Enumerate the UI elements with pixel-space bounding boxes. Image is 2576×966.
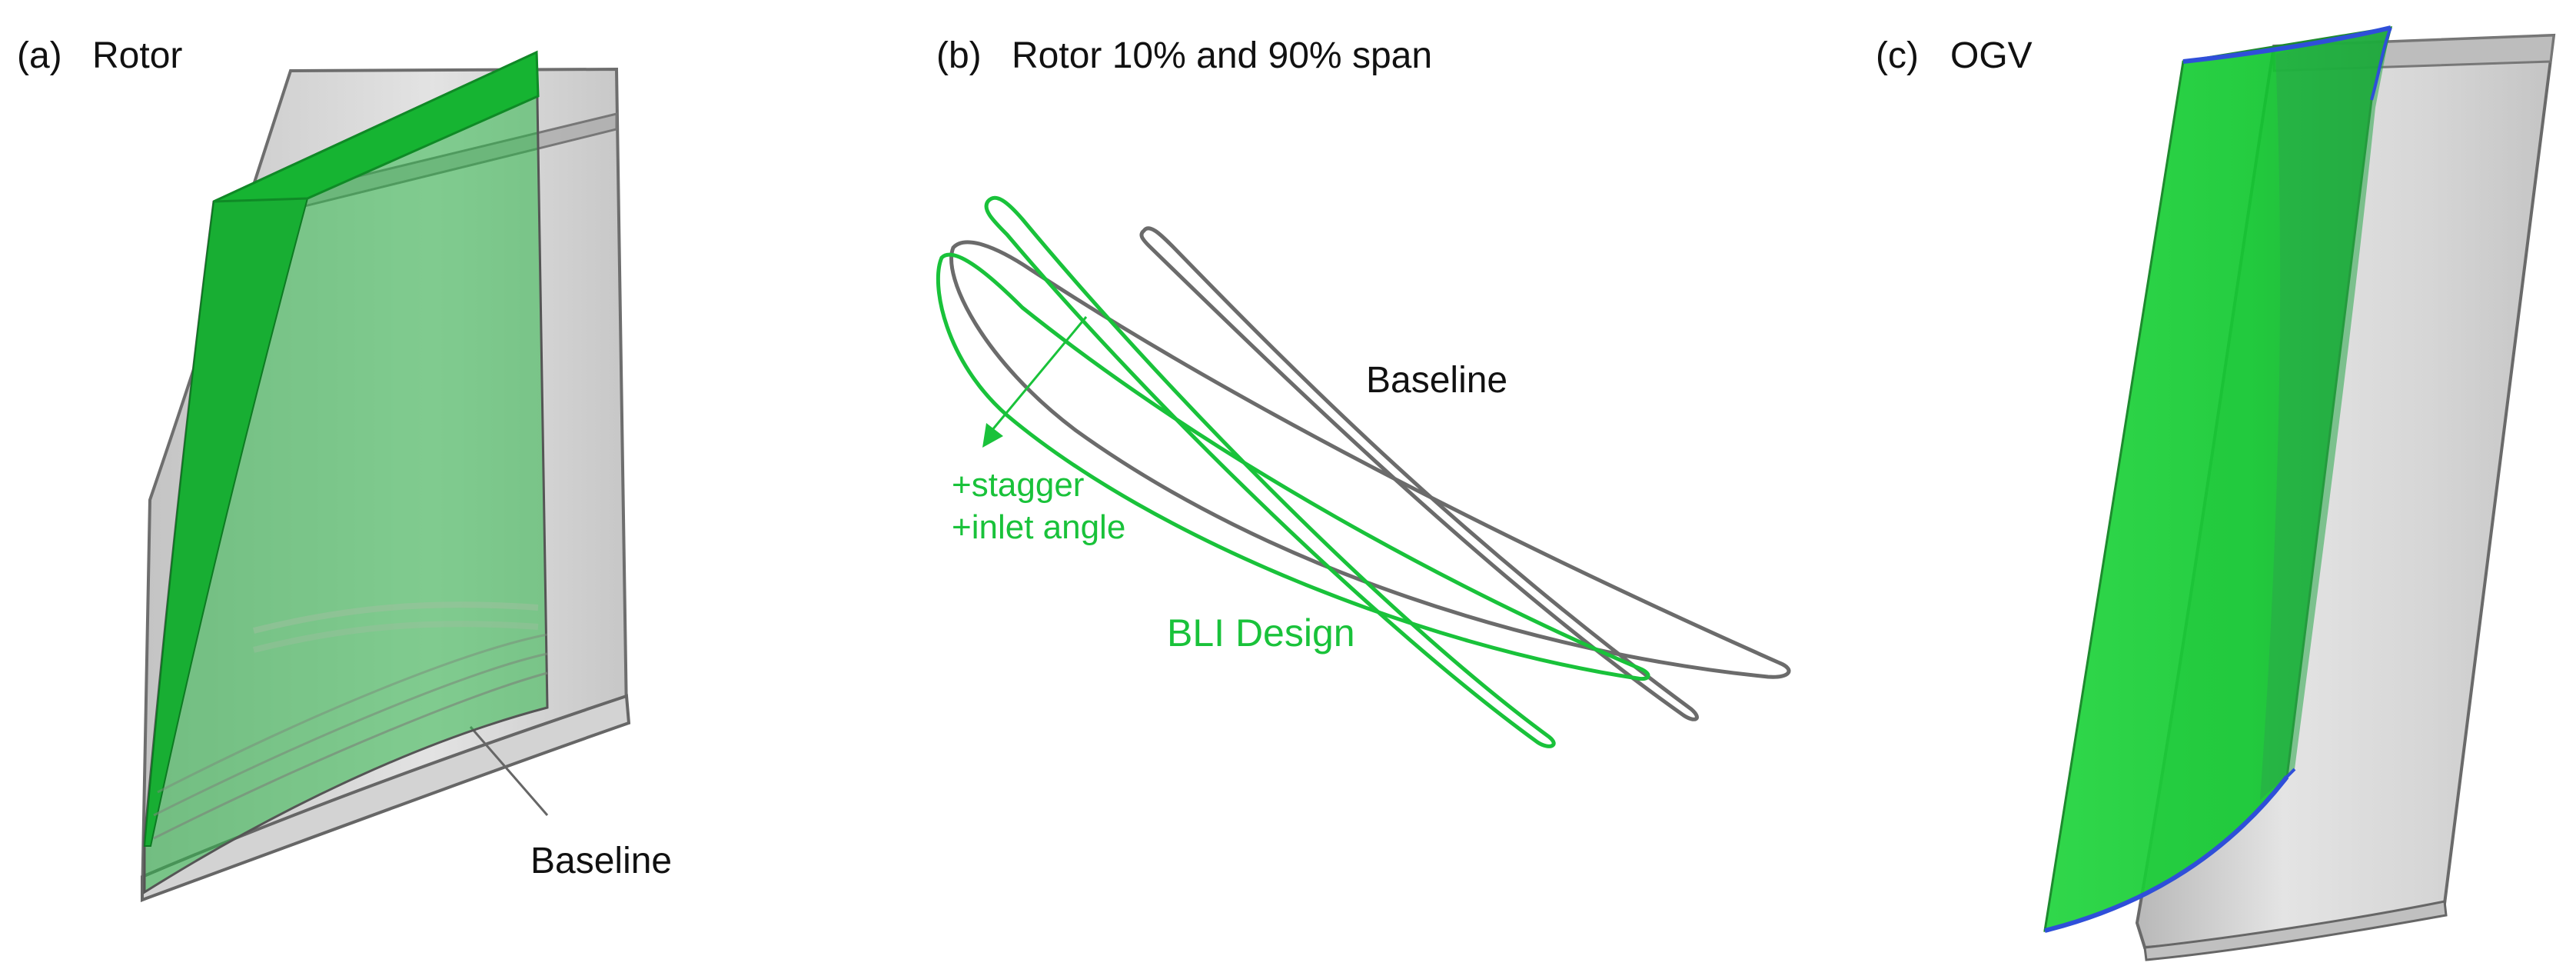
panel-a-tag: (a)	[17, 35, 62, 76]
inlet-angle-label: +inlet angle	[952, 508, 1125, 546]
panel-c-ogv: (c) OGV	[1876, 25, 2556, 961]
bli-design-label: BLI Design	[1167, 611, 1355, 655]
panel-c-tag: (c)	[1876, 35, 1919, 76]
baseline-profile-10	[949, 240, 1791, 679]
rotor-baseline-leader	[469, 726, 549, 816]
panel-b-title: Rotor 10% and 90% span	[1012, 35, 1432, 76]
stagger-arrow-head	[982, 423, 1003, 448]
panel-b-profiles: (b) Rotor 10% and 90% span Baseline +sta…	[936, 35, 1791, 748]
panel-a-title: Rotor	[92, 35, 182, 76]
rotor-baseline-label: Baseline	[530, 841, 672, 881]
panel-a-rotor: (a) Rotor Baseline	[17, 35, 672, 903]
panel-b-tag: (b)	[936, 35, 982, 76]
rotor-bli-blade	[143, 50, 549, 894]
panel-c-title: OGV	[1950, 35, 2033, 76]
stagger-arrow-line	[990, 316, 1088, 431]
ogv-tip-edge	[2182, 25, 2392, 64]
ogv-hub-edge	[2044, 775, 2289, 933]
bli-profile-90	[984, 195, 1556, 748]
stagger-label: +stagger	[952, 466, 1084, 504]
baseline-profile-90	[1139, 226, 1699, 721]
baseline-profile-label: Baseline	[1366, 360, 1507, 401]
ogv-bli-vane	[2043, 25, 2393, 933]
bli-profile-10	[936, 252, 1650, 681]
